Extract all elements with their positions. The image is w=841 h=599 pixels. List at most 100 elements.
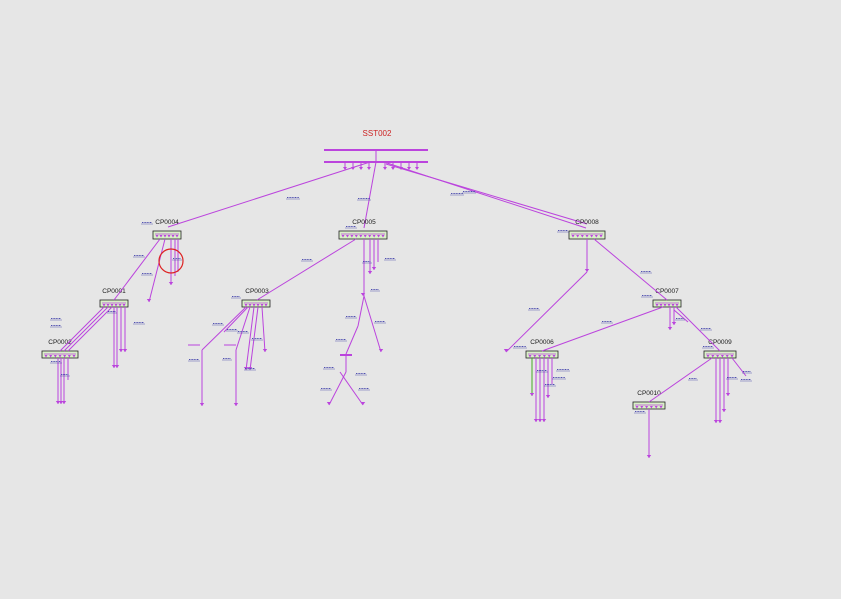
terminal-arrow-icon — [720, 355, 724, 358]
terminal-arrow-icon — [667, 327, 673, 330]
terminal-arrow-icon — [114, 365, 120, 368]
terminal-arrow-icon — [61, 401, 67, 404]
terminal-arrow-icon — [114, 304, 118, 307]
terminal-arrow-icon — [659, 304, 663, 307]
terminal-arrow-icon — [542, 355, 546, 358]
feeder-to-cp0008 — [383, 161, 587, 229]
terminal-arrow-icon — [635, 406, 639, 409]
terminal-arrow-icon — [326, 402, 332, 405]
link-cp0009-drop-e — [731, 357, 747, 377]
link-cp0005-fork-b — [339, 371, 364, 406]
terminal-arrow-icon — [584, 269, 590, 272]
terminal-arrow-icon — [171, 235, 175, 238]
cabinet-cp0004[interactable]: CP0004 — [152, 219, 182, 240]
terminal-arrow-icon — [378, 349, 384, 352]
cabinet-label-cp0005: CP0005 — [352, 219, 376, 226]
cabinet-box-cp0010 — [632, 401, 666, 410]
link-cp0001-cp0002-c — [67, 306, 113, 352]
terminal-arrow-icon — [659, 406, 663, 409]
terminal-arrow-icon — [381, 235, 385, 238]
terminal-arrow-icon — [49, 355, 53, 358]
terminal-arrow-icon — [111, 365, 117, 368]
link-cp0007-cp0009 — [675, 306, 721, 352]
terminal-arrow-icon — [415, 167, 419, 170]
link-cp0008-cp0006 — [505, 271, 588, 353]
cabinet-label-cp0001: CP0001 — [102, 288, 126, 295]
terminal-arrow-icon — [377, 235, 381, 238]
cabinet-box-cp0005 — [338, 230, 388, 240]
terminal-arrow-icon — [407, 167, 411, 170]
terminal-arrows — [55, 267, 731, 458]
cabinet-terminals — [44, 233, 734, 409]
terminal-arrow-icon — [264, 304, 268, 307]
terminal-arrow-icon — [199, 403, 205, 406]
cabinet-box-cp0004 — [152, 230, 182, 240]
terminal-arrow-icon — [163, 235, 167, 238]
terminal-arrow-icon — [533, 355, 537, 358]
terminal-arrow-icon — [675, 304, 679, 307]
feeder-lines — [167, 161, 588, 229]
terminal-arrow-icon — [58, 355, 62, 358]
terminal-arrow-icon — [730, 355, 734, 358]
terminal-arrow-icon — [244, 304, 248, 307]
link-cp0005-split-a — [357, 295, 365, 327]
terminal-arrow-icon — [716, 355, 720, 358]
terminal-arrow-icon — [599, 235, 603, 238]
terminal-arrow-icon — [503, 349, 509, 352]
terminal-arrow-icon — [552, 355, 556, 358]
terminal-arrow-icon — [663, 304, 667, 307]
terminal-arrow-icon — [106, 304, 110, 307]
cabinet-label-cp0008: CP0008 — [575, 219, 599, 226]
link-cp0007-cp0006 — [541, 306, 664, 352]
terminal-arrow-icon — [167, 235, 171, 238]
link-cp0003-a — [201, 306, 247, 351]
terminal-arrow-icon — [725, 393, 731, 396]
terminal-arrow-icon — [580, 235, 584, 238]
terminal-arrow-icon — [585, 235, 589, 238]
terminal-arrow-icon — [671, 304, 675, 307]
terminal-arrow-icon — [667, 304, 671, 307]
terminal-arrow-icon — [350, 235, 354, 238]
terminal-arrow-icon — [360, 293, 366, 296]
cabinet-box-cp0009 — [703, 350, 737, 359]
terminal-arrow-icon — [654, 406, 658, 409]
terminal-arrow-icon — [545, 395, 551, 398]
terminal-arrow-icon — [533, 419, 539, 422]
line-annotations — [50, 191, 752, 414]
cabinet-cp0003[interactable]: CP0003 — [241, 288, 271, 308]
terminal-arrow-icon — [538, 355, 542, 358]
cabinet-label-cp0004: CP0004 — [155, 219, 179, 226]
link-cp0004-stub — [148, 238, 166, 303]
terminal-arrow-icon — [371, 267, 377, 270]
terminal-arrow-icon — [541, 419, 547, 422]
terminal-arrow-icon — [53, 355, 57, 358]
link-cp0001-cp0002 — [59, 306, 105, 352]
terminal-arrow-icon — [252, 304, 256, 307]
link-cp0008-cp0007 — [593, 238, 668, 301]
terminal-arrow-icon — [590, 235, 594, 238]
selection-circle[interactable] — [158, 248, 184, 274]
terminal-arrow-icon — [122, 304, 126, 307]
terminal-arrow-icon — [63, 355, 67, 358]
terminal-arrow-icon — [646, 455, 652, 458]
link-cp0005-split-b — [363, 295, 382, 353]
terminal-arrow-icon — [547, 355, 551, 358]
terminal-arrow-icon — [44, 355, 48, 358]
feeder-to-cp0004 — [167, 161, 371, 228]
substation-label: SST002 — [363, 129, 392, 138]
terminal-arrow-icon — [360, 402, 366, 405]
terminal-arrow-icon — [343, 167, 347, 170]
terminal-arrow-icon — [383, 167, 387, 170]
terminal-arrow-icon — [146, 299, 152, 302]
terminal-arrow-icon — [571, 235, 575, 238]
link-cp0003-c — [245, 306, 255, 371]
link-cp0007-drop-c — [673, 309, 689, 323]
terminal-arrow-icon — [159, 235, 163, 238]
cabinet-label-cp0007: CP0007 — [655, 288, 679, 295]
terminal-arrow-icon — [58, 401, 64, 404]
cabinet-cp0005[interactable]: CP0005 — [338, 219, 388, 240]
cabinet-box-cp0006 — [525, 350, 559, 359]
terminal-arrow-icon — [363, 235, 367, 238]
